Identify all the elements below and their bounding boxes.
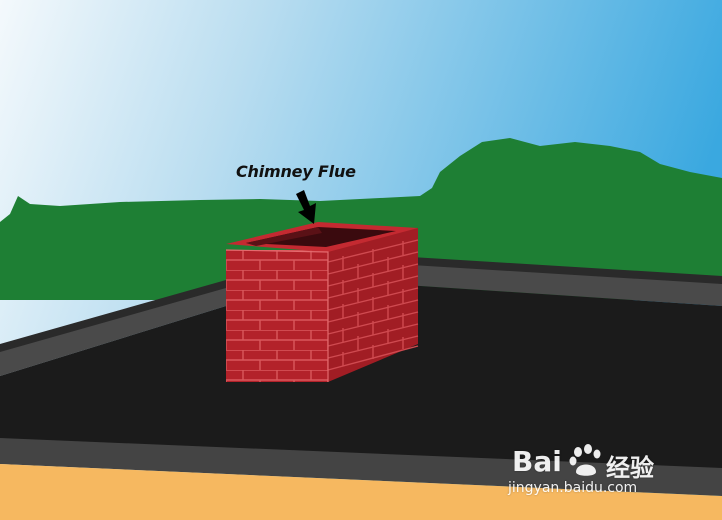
- watermark-brand-left: Bai: [512, 445, 562, 478]
- chimney-side-bricks: [327, 239, 419, 371]
- ground: [0, 464, 722, 520]
- flue-opening: [246, 227, 396, 247]
- flue-arrow: [296, 190, 316, 224]
- chimney-flue-label: Chimney Flue: [236, 162, 356, 181]
- roof-surface: [0, 280, 722, 476]
- watermark-brand-right: 经验: [606, 454, 654, 482]
- chimney-front-face: [226, 250, 328, 382]
- chimney: [225, 222, 419, 382]
- watermark-brand: Bai 经验: [502, 440, 682, 482]
- flue-inner-wall: [246, 227, 322, 246]
- roof-back-edge: [0, 258, 722, 376]
- paw-icon: [569, 444, 601, 476]
- watermark-url: jingyan.baidu.com: [508, 480, 638, 496]
- baidu-jingyan-watermark: Bai 经验 jingyan.baidu.com: [502, 440, 682, 502]
- chimney-edge-highlight: [225, 249, 329, 382]
- hills: [0, 138, 722, 300]
- roof-front-edge: [0, 438, 722, 496]
